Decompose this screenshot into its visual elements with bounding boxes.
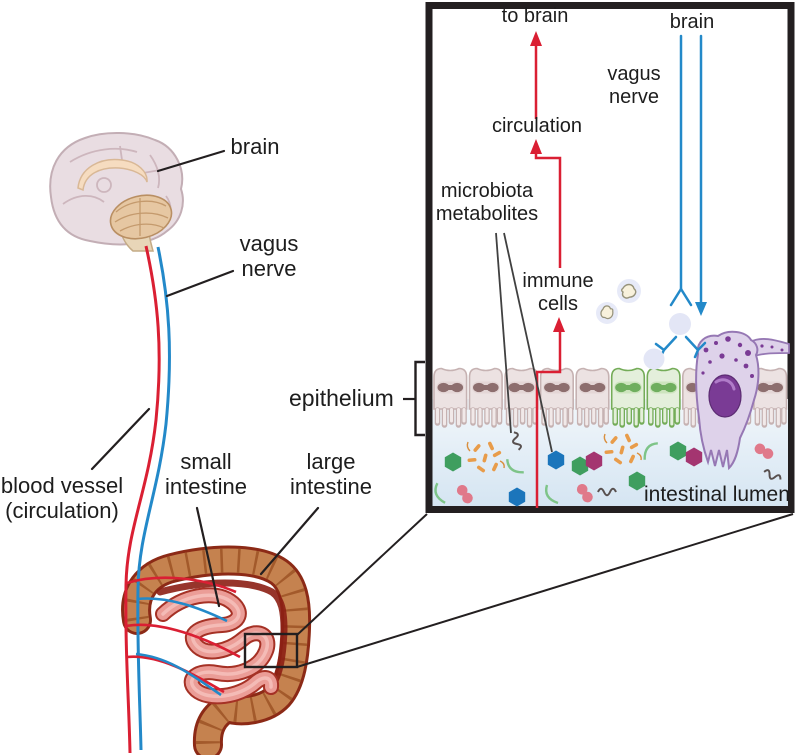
arrow-up-circulation: [530, 139, 542, 154]
vagus-nerve-label: vagus nerve: [240, 231, 299, 281]
inset-vagus-nerve-label-line2: nerve: [608, 85, 660, 108]
immune-cells-label-line1: immune: [522, 270, 594, 292]
large-intestine-label-line1: large: [306, 449, 356, 474]
secretory-granules: [701, 336, 784, 378]
microbiota-metabolites-label: microbiota metabolites: [436, 180, 538, 226]
large-intestine-label-line2: intestine: [290, 474, 372, 500]
microbiota-metabolites-label-line1: microbiota: [440, 180, 534, 202]
inset-vagus-nerve-label: vagus nerve: [607, 63, 660, 109]
epithelium-bracket: [403, 360, 425, 437]
vagus-nerve-fibers: [654, 34, 707, 360]
arrow-up-to-brain: [530, 31, 542, 46]
small-intestine-leader-line: [195, 506, 221, 608]
epithelium-label: epithelium: [289, 385, 394, 411]
body-figure: [49, 131, 794, 755]
microbiota-metabolites-label-line2: metabolites: [435, 202, 539, 225]
leader-lines: [90, 149, 320, 608]
red-pathway: [534, 45, 562, 508]
immune-cells-label-line2: cells: [537, 292, 579, 315]
red-arrowheads: [530, 31, 565, 332]
large-intestine-leader-line: [259, 506, 320, 576]
blood-vessel-label-line1: blood vessel: [0, 473, 124, 498]
cerebellum: [109, 194, 173, 240]
small-intestine-label-line1: small: [180, 449, 232, 474]
blood-vessel-leader-line: [90, 407, 151, 471]
mesenteric-vessels: [125, 576, 241, 697]
to-brain-label: to brain: [501, 5, 569, 27]
vagus-nerve-blue-line: [136, 246, 171, 751]
arrow-up-immune-cells: [553, 317, 565, 332]
brain-illustration: [49, 131, 184, 252]
immune-cell-illustrations: [596, 279, 641, 324]
large-intestine-label: large intestine: [290, 449, 372, 499]
arrow-down-vagus: [695, 302, 707, 316]
brain-label: brain: [230, 134, 280, 159]
small-intestine-label: small intestine: [165, 449, 247, 499]
synaptic-vesicles: [643, 313, 691, 370]
metabolite-leader-lines: [495, 232, 553, 453]
immune-cells-label: immune cells: [522, 270, 593, 316]
small-intestine-label-line2: intestine: [165, 474, 247, 500]
inset-brain-label: brain: [669, 11, 715, 33]
blood-vessel-label: blood vessel (circulation): [1, 473, 123, 523]
zoom-rectangle: [243, 632, 299, 669]
inset-panel: [403, 2, 795, 513]
blood-vessel-label-line2: (circulation): [5, 498, 119, 524]
circulation-label: circulation: [491, 115, 583, 137]
enteroendocrine-cell: [695, 330, 790, 471]
inset-vagus-nerve-label-line1: vagus: [607, 63, 661, 85]
intestinal-lumen-label: intestinal lumen: [644, 483, 790, 506]
brain-leader-line: [156, 149, 226, 173]
vagus-leader-line: [165, 269, 235, 298]
zoom-connector-lines: [296, 513, 794, 668]
vagus-nerve-label-line1: vagus: [239, 231, 299, 256]
blood-vessel-red-line: [124, 245, 161, 754]
vagus-nerve-label-line2: nerve: [241, 256, 297, 282]
